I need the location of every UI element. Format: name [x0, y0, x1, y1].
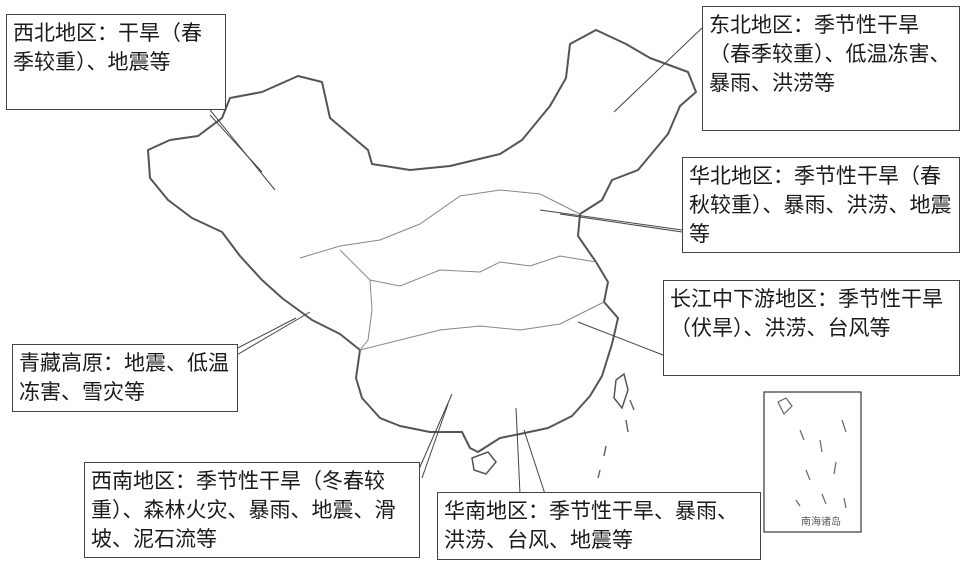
yangtze-region-label: 长江中下游地区：季节性干旱（伏旱）、洪涝、台风等	[663, 280, 960, 376]
taiwan-island	[613, 372, 629, 410]
china-border	[147, 29, 697, 453]
leader-north-2	[559, 213, 683, 233]
northeast-region-label: 东北地区：季节性干旱（春季较重）、低温冻害、暴雨、洪涝等	[702, 6, 960, 131]
leader-south-2	[523, 429, 546, 495]
north-region-label: 华北地区：季节性干旱（春秋较重）、暴雨、洪涝、地震等	[682, 157, 960, 253]
leader-north	[539, 209, 683, 231]
leader-southwest-2	[421, 403, 449, 479]
north-region-text: 华北地区：季节性干旱（春秋较重）、暴雨、洪涝、地震等	[689, 164, 952, 246]
leader-tibet	[234, 311, 311, 357]
inset-label: 南海诸岛	[800, 513, 842, 528]
tibet-region-label: 青藏高原：地震、低温冻害、雪灾等	[12, 344, 238, 412]
leader-tibet-2	[229, 317, 297, 353]
leader-yangtze	[577, 321, 664, 356]
tibet-region-text: 青藏高原：地震、低温冻害、雪灾等	[19, 351, 229, 404]
leader-south	[515, 407, 521, 495]
southwest-region-text: 西南地区：季节性干旱（冬春较重）、森林火灾、暴雨、地震、滑坡、泥石流等	[91, 469, 396, 551]
internal-boundary-south	[359, 301, 605, 351]
northwest-region-text: 西北地区：干旱（春季较重）、地震等	[13, 21, 202, 74]
internal-boundary-west	[359, 279, 373, 351]
leader-northeast	[613, 27, 703, 113]
leader-southwest	[415, 393, 453, 477]
maritime-dashes	[597, 399, 635, 479]
hainan-island	[471, 451, 497, 475]
yangtze-region-text: 长江中下游地区：季节性干旱（伏旱）、洪涝、台风等	[670, 287, 943, 340]
inset-islands	[777, 397, 847, 509]
northwest-region-label: 西北地区：干旱（春季较重）、地震等	[6, 14, 226, 110]
leader-northwest-2	[209, 114, 263, 173]
south-region-label: 华南地区：季节性干旱、暴雨、洪涝、台风、地震等	[437, 492, 761, 560]
south-region-text: 华南地区：季节性干旱、暴雨、洪涝、台风、地震等	[444, 499, 738, 552]
northeast-region-text: 东北地区：季节性干旱（春季较重）、低温冻害、暴雨、洪涝等	[709, 13, 951, 95]
southwest-region-label: 西南地区：季节性干旱（冬春较重）、森林火灾、暴雨、地震、滑坡、泥石流等	[84, 462, 420, 558]
internal-boundary-central	[339, 249, 597, 287]
south-china-sea-inset	[763, 391, 862, 533]
internal-boundary-north	[299, 189, 581, 259]
